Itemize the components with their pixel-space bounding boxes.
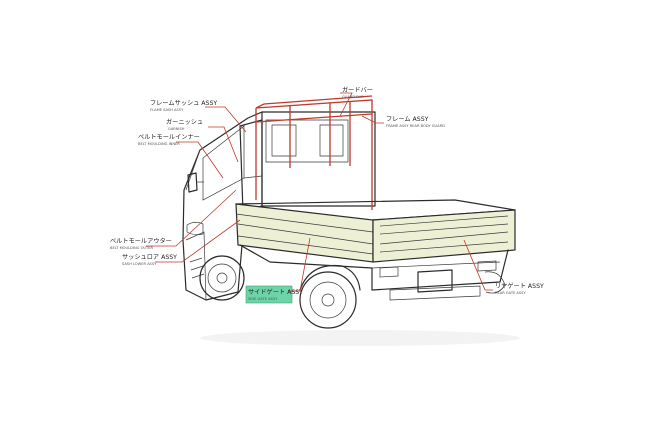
side-gate-highlight [245,285,293,304]
label-frame-assy: フレーム ASSY FRAME ASSY REAR BODY GUARD [386,116,445,128]
svg-text:REAR GATE ASSY: REAR GATE ASSY [495,291,526,295]
truck-illustration [182,95,520,346]
svg-text:SIDE GATE ASSY: SIDE GATE ASSY [248,297,278,301]
svg-text:ベルトモールインナー: ベルトモールインナー [138,134,200,141]
svg-text:BELT MOULDING OUTER: BELT MOULDING OUTER [110,246,154,250]
leader-lines [146,92,493,292]
svg-text:ガーニッシュ: ガーニッシュ [166,118,203,126]
svg-text:SASH LOWER ASSY: SASH LOWER ASSY [122,262,157,266]
label-rear-gate-assy: リヤゲート ASSY REAR GATE ASSY [495,282,544,295]
svg-text:フレームサッシュ ASSY: フレームサッシュ ASSY [150,100,217,107]
label-side-gate-assy: サイドゲート ASSY SIDE GATE ASSY [248,288,303,301]
svg-text:リヤゲート ASSY: リヤゲート ASSY [495,282,544,290]
svg-text:ガードバー: ガードバー [342,86,373,94]
svg-text:GARNISH: GARNISH [168,127,185,131]
svg-text:サッシュロア ASSY: サッシュロア ASSY [122,254,177,261]
label-frame-sash-assy: フレームサッシュ ASSY FLAME SASH ASSY [150,100,217,112]
svg-text:BELT MOULDING INNER: BELT MOULDING INNER [138,142,180,146]
svg-text:GUARD BAR: GUARD BAR [342,95,364,99]
label-belt-molding-inner: ベルトモールインナー BELT MOULDING INNER [138,134,200,146]
svg-text:FRAME ASSY REAR BODY GUARD: FRAME ASSY REAR BODY GUARD [386,124,445,128]
svg-text:フレーム ASSY: フレーム ASSY [386,116,429,123]
label-sash-lower-assy: サッシュロア ASSY SASH LOWER ASSY [122,254,177,266]
svg-text:ベルトモールアウター: ベルトモールアウター [110,237,172,245]
label-belt-molding-outer: ベルトモールアウター BELT MOULDING OUTER [110,237,172,250]
label-garnish: ガーニッシュ GARNISH [166,118,203,131]
svg-text:サイドゲート ASSY: サイドゲート ASSY [248,288,303,296]
svg-text:FLAME SASH ASSY: FLAME SASH ASSY [150,108,184,112]
label-guard-bar: ガードバー GUARD BAR [342,86,373,99]
